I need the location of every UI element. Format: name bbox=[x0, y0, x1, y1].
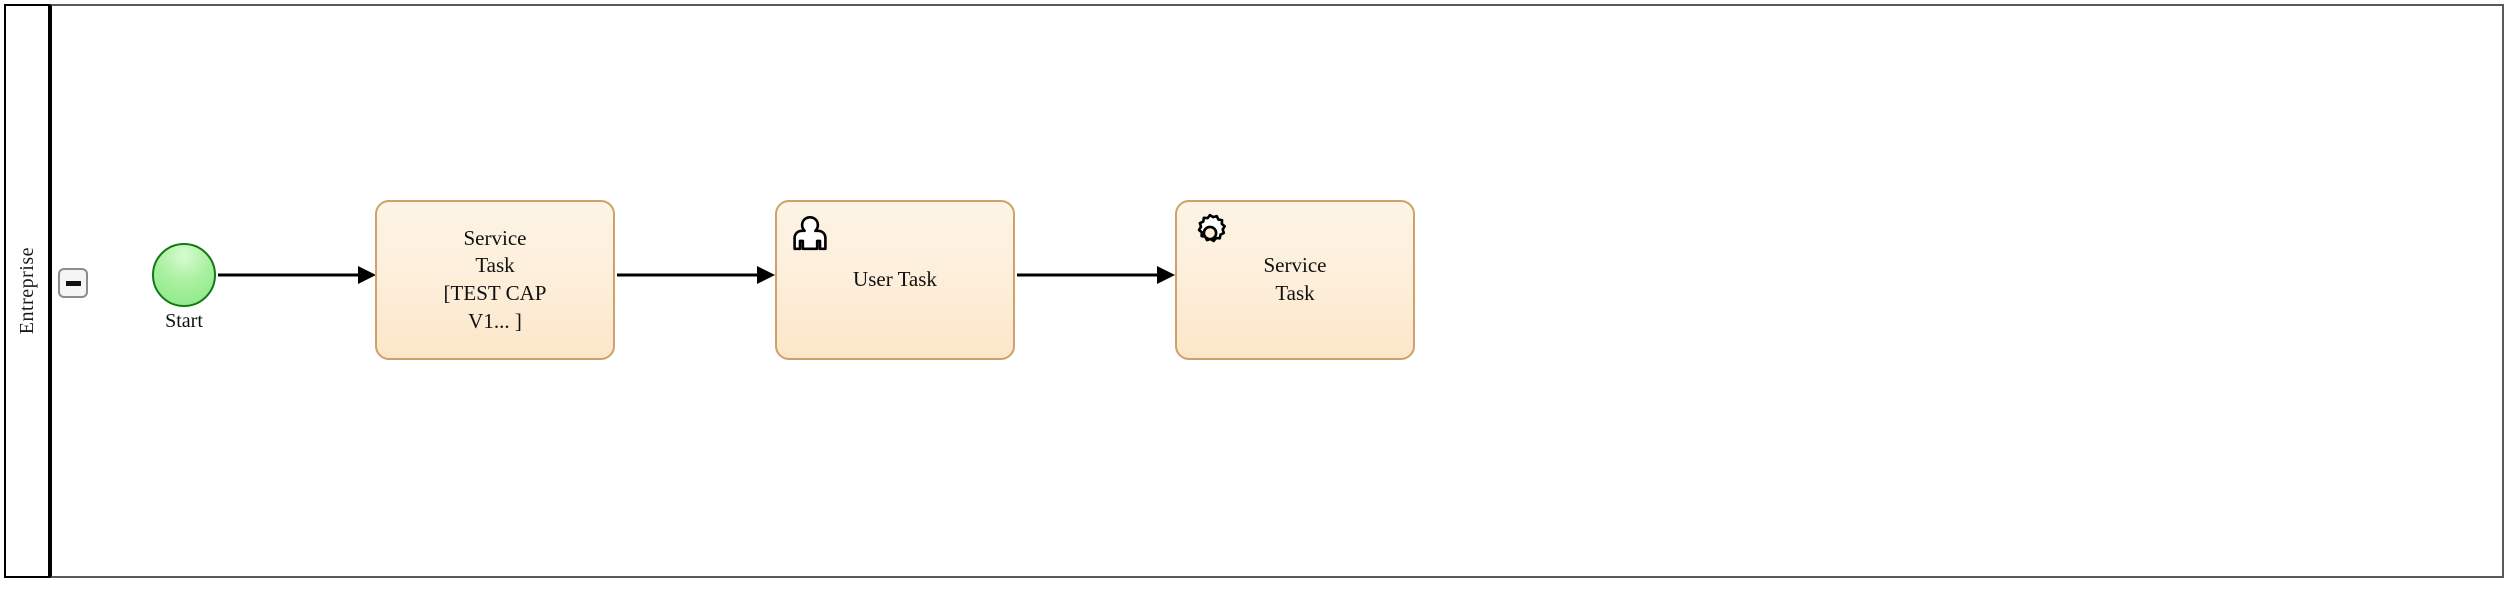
start-event[interactable] bbox=[152, 243, 216, 307]
sequence-flow-2[interactable] bbox=[617, 262, 775, 288]
sequence-flow-1[interactable] bbox=[218, 262, 376, 288]
lane-collapse-button[interactable] bbox=[58, 268, 88, 298]
lane-header[interactable]: Entreprise bbox=[4, 4, 50, 578]
gear-icon bbox=[1189, 212, 1231, 254]
sequence-flow-3[interactable] bbox=[1017, 262, 1175, 288]
user-icon bbox=[789, 212, 831, 254]
task-user-2-label: User Task bbox=[853, 267, 937, 292]
task-service-3-label: Service Task bbox=[1263, 253, 1327, 305]
start-event-label: Start bbox=[165, 310, 203, 332]
task-service-3[interactable]: Service Task bbox=[1175, 200, 1415, 360]
minus-icon bbox=[65, 280, 81, 286]
lane-title: Entreprise bbox=[15, 247, 38, 335]
task-user-2[interactable]: User Task bbox=[775, 200, 1015, 360]
task-service-1-label: Service Task [TEST CAP V1... ] bbox=[443, 225, 547, 333]
task-service-1[interactable]: Service Task [TEST CAP V1... ] bbox=[375, 200, 615, 360]
